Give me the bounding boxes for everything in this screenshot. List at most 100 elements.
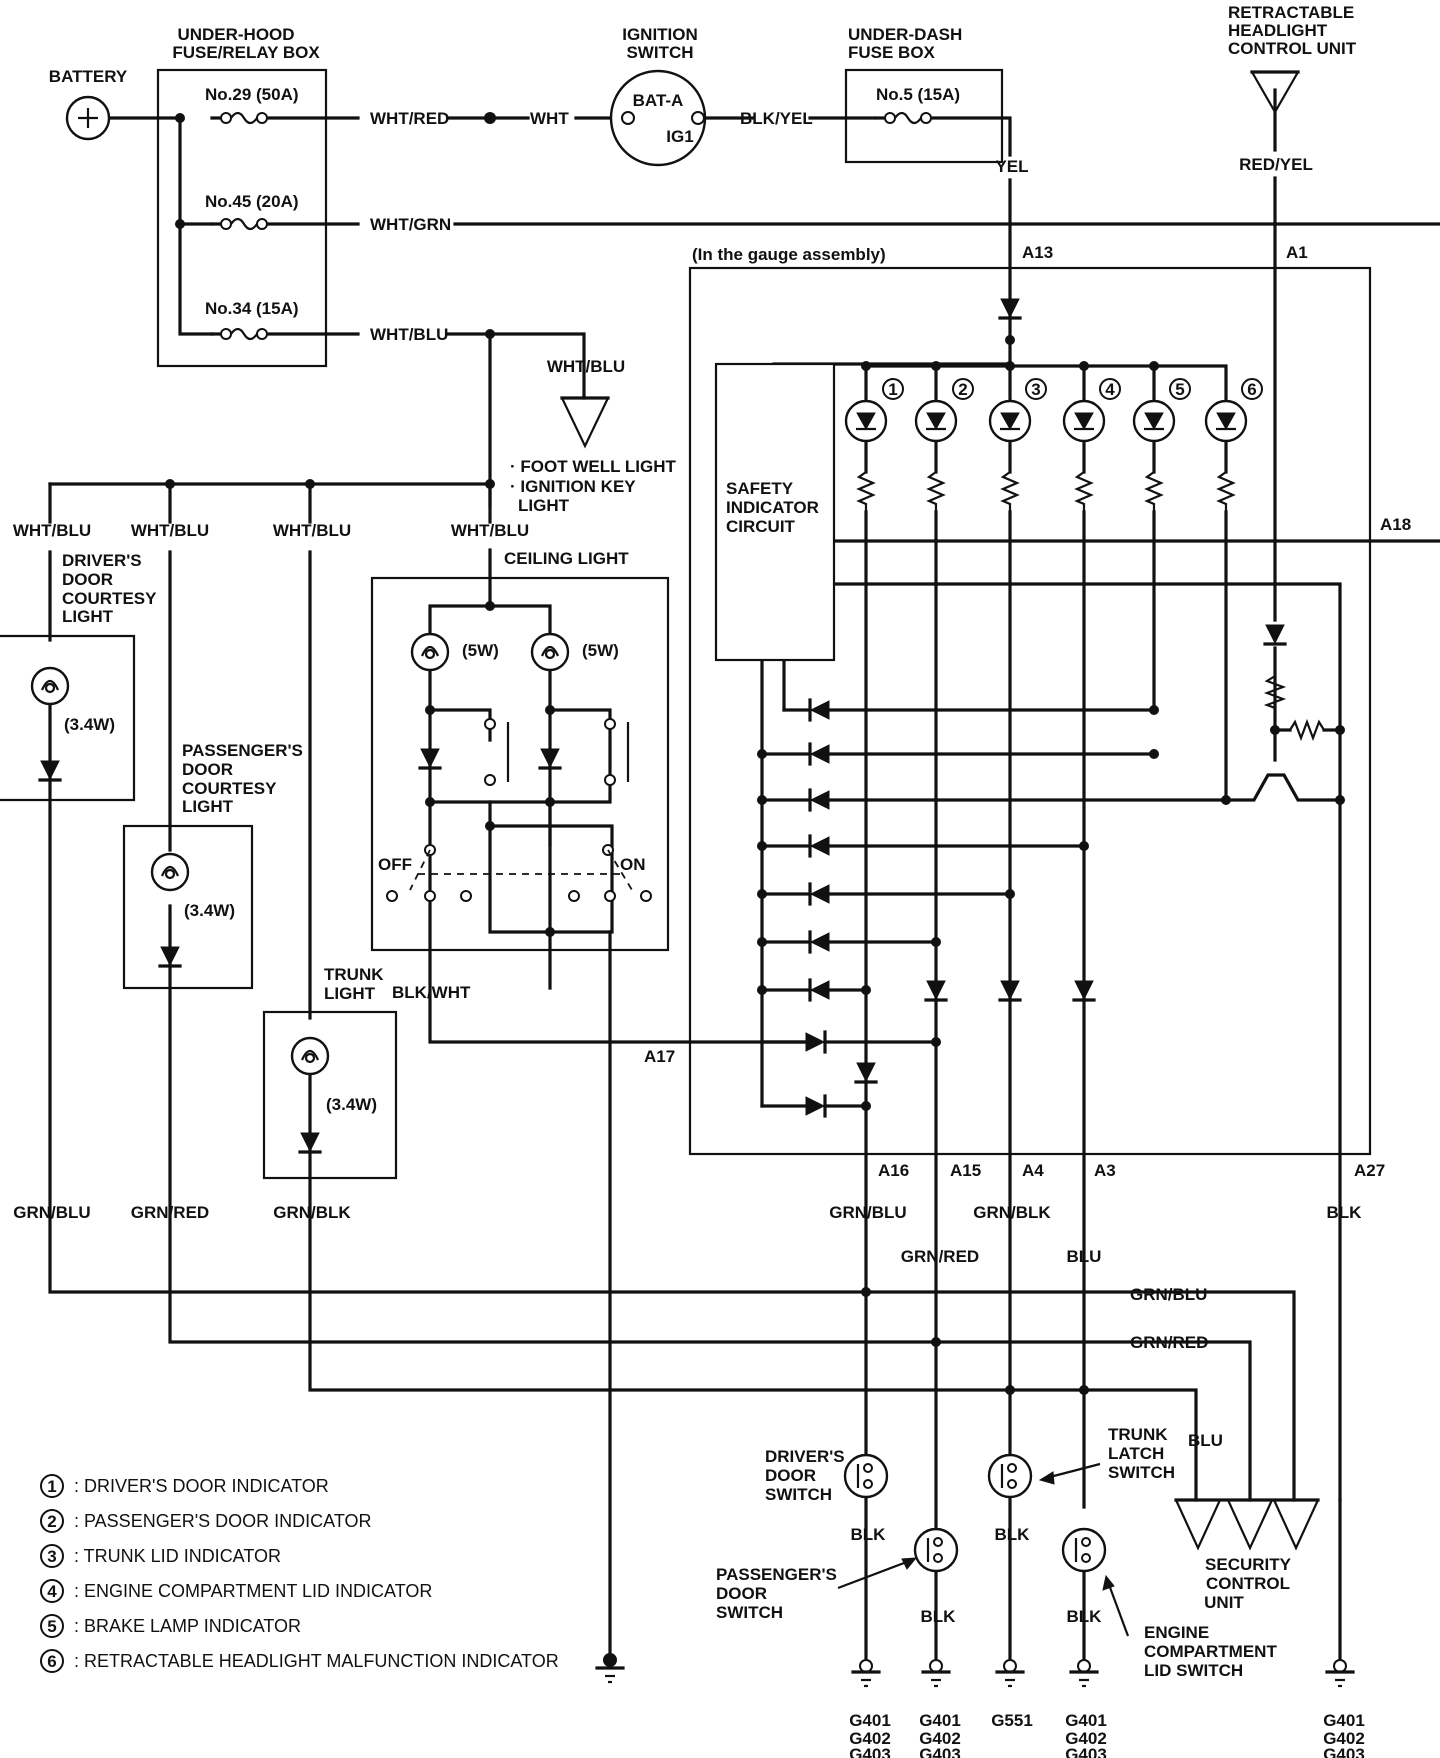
ceiling-diode-left-icon xyxy=(418,747,442,770)
legend-text-1: : DRIVER'S DOOR INDICATOR xyxy=(74,1476,329,1496)
wire-blu-bus: BLU xyxy=(1188,1431,1223,1450)
safety-indicator-circuit-box xyxy=(714,362,836,662)
indicator-num-2: 2 xyxy=(958,380,967,399)
fuse-5-label: No.5 (15A) xyxy=(876,85,960,104)
ground-label-2c: G403 xyxy=(919,1745,961,1758)
terminal-a17: A17 xyxy=(644,1047,675,1066)
trunk-light-watt: (3.4W) xyxy=(326,1095,377,1114)
driver-switch-label-3: SWITCH xyxy=(765,1485,832,1504)
fuse-45-icon xyxy=(219,217,269,231)
ground-label-2b: G402 xyxy=(919,1729,961,1748)
driver-courtesy-label-3: COURTESY xyxy=(62,589,157,608)
legend-num-4: 4 xyxy=(47,1582,57,1601)
wire-grn-red-bus: GRN/RED xyxy=(1130,1333,1208,1352)
indicator-6-icon xyxy=(1204,399,1248,443)
wire-wht-blu-connector: WHT/BLU xyxy=(547,357,625,376)
legend-text-3: : TRUNK LID INDICATOR xyxy=(74,1546,281,1566)
resistor-icons xyxy=(856,471,1325,742)
ceiling-watt-right: (5W) xyxy=(582,641,619,660)
wire-grn-blu-left: GRN/BLU xyxy=(13,1203,90,1222)
wire-wht-grn: WHT/GRN xyxy=(370,215,451,234)
ceiling-lamp-right-icon xyxy=(530,632,570,672)
ground-g401-4-icon xyxy=(1325,1658,1355,1688)
passenger-switch-label-1: PASSENGER'S xyxy=(716,1565,837,1584)
ground-label-1a: G401 xyxy=(849,1711,891,1730)
engine-switch-label-3: LID SWITCH xyxy=(1144,1661,1243,1680)
passenger-courtesy-light-box xyxy=(122,824,254,990)
driver-switch-label-2: DOOR xyxy=(765,1466,816,1485)
legend-num-1: 1 xyxy=(47,1477,56,1496)
ignition-label-1: IGNITION xyxy=(622,25,698,44)
under-hood-fuse-box xyxy=(156,68,328,368)
engine-switch-label-2: COMPARTMENT xyxy=(1144,1642,1277,1661)
trunk-light-label-1: TRUNK xyxy=(324,965,384,984)
ground-g401-3-icon xyxy=(1069,1658,1099,1688)
foot-well-label-1: · FOOT WELL LIGHT xyxy=(510,457,676,476)
gauge-diodes xyxy=(804,698,1096,1118)
foot-well-connector-icon xyxy=(560,396,610,449)
retractable-control-unit-connector-icon xyxy=(1250,70,1300,115)
trunk-light-label-2: LIGHT xyxy=(324,984,376,1003)
ceiling-lamp-left-icon xyxy=(410,632,450,672)
driver-switch-label-1: DRIVER'S xyxy=(765,1447,845,1466)
ground-ceiling-icon xyxy=(595,1666,625,1684)
under-hood-label-2: FUSE/RELAY BOX xyxy=(172,43,320,62)
passenger-switch-label-3: SWITCH xyxy=(716,1603,783,1622)
passenger-courtesy-diode-icon xyxy=(158,945,182,968)
ceiling-switch-icon xyxy=(386,718,652,902)
ground-g401-1-icon xyxy=(851,1658,881,1688)
fuse-45-label: No.45 (20A) xyxy=(205,192,299,211)
terminal-a13: A13 xyxy=(1022,243,1053,262)
terminal-a4: A4 xyxy=(1022,1161,1044,1180)
trunk-latch-label-2: LATCH xyxy=(1108,1444,1164,1463)
wire-grn-red-a15: GRN/RED xyxy=(901,1247,979,1266)
safety-label-3: CIRCUIT xyxy=(726,517,796,536)
legend-num-5: 5 xyxy=(47,1617,56,1636)
security-label-3: UNIT xyxy=(1204,1593,1244,1612)
ground-g401-2-icon xyxy=(921,1658,951,1688)
junction-dots xyxy=(165,112,1345,1667)
ignition-label-2: SWITCH xyxy=(626,43,693,62)
indicator-num-4: 4 xyxy=(1105,380,1115,399)
ground-label-1b: G402 xyxy=(849,1729,891,1748)
ceiling-watt-left: (5W) xyxy=(462,641,499,660)
wire-blk-trunk-switch: BLK xyxy=(995,1525,1031,1544)
a1-arrow-icon xyxy=(1263,623,1287,646)
pointer-arrows xyxy=(837,1462,1130,1637)
indicator-num-1: 1 xyxy=(888,380,897,399)
wire-wht-blu-top: WHT/BLU xyxy=(370,325,448,344)
wire-grn-red-left: GRN/RED xyxy=(131,1203,209,1222)
safety-label-2: INDICATOR xyxy=(726,498,819,517)
ground-label-3b: G402 xyxy=(1065,1729,1107,1748)
legend-circles xyxy=(40,1474,64,1673)
retract-label-1: RETRACTABLE xyxy=(1228,3,1354,22)
passenger-courtesy-label-4: LIGHT xyxy=(182,797,234,816)
ground-label-3c: G403 xyxy=(1065,1745,1107,1758)
bat-a-label: BAT-A xyxy=(633,91,684,110)
foot-well-label-3: LIGHT xyxy=(518,496,570,515)
fuse-34-label: No.34 (15A) xyxy=(205,299,299,318)
security-unit-connector-icon xyxy=(1174,1498,1320,1551)
gauge-assembly-box xyxy=(688,266,1372,1156)
passenger-courtesy-watt: (3.4W) xyxy=(184,901,235,920)
gauge-assembly-label: (In the gauge assembly) xyxy=(692,245,886,264)
wire-yel: YEL xyxy=(995,157,1028,176)
fuse-5-icon xyxy=(883,111,933,125)
terminal-a16: A16 xyxy=(878,1161,909,1180)
driver-courtesy-light-box xyxy=(0,634,136,802)
wire-blk-wht: BLK/WHT xyxy=(392,983,471,1002)
legend-text-4: : ENGINE COMPARTMENT LID INDICATOR xyxy=(74,1581,432,1601)
trunk-lamp-icon xyxy=(290,1036,330,1076)
trunk-latch-switch-icon xyxy=(987,1453,1033,1499)
ceiling-light-box xyxy=(370,576,670,952)
wire-wht-red: WHT/RED xyxy=(370,109,449,128)
wire-wht: WHT xyxy=(530,109,569,128)
wire-blk-a27: BLK xyxy=(1327,1203,1363,1222)
trunk-latch-label-3: SWITCH xyxy=(1108,1463,1175,1482)
ceiling-light-label: CEILING LIGHT xyxy=(504,549,629,568)
indicator-5-icon xyxy=(1132,399,1176,443)
wire-red-yel: RED/YEL xyxy=(1239,155,1313,174)
wire-wht-blu-2: WHT/BLU xyxy=(131,521,209,540)
terminal-a1: A1 xyxy=(1286,243,1308,262)
